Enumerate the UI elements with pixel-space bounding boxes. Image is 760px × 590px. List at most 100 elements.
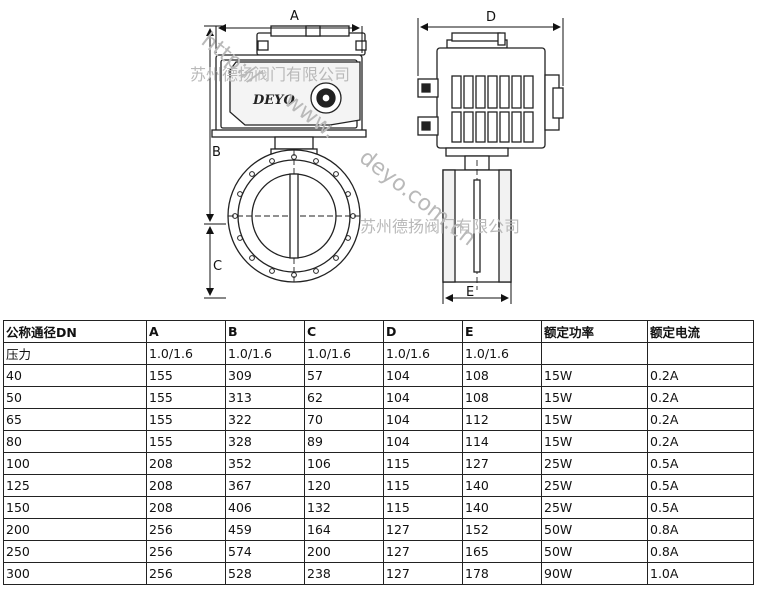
watermark-company-1: 苏州德扬阀门有限公司 (190, 65, 350, 84)
cell-power: 90W (541, 562, 648, 585)
cell-current: 0.2A (647, 386, 754, 409)
cell-current: 0.8A (647, 518, 754, 541)
cell-d: 127 (383, 518, 463, 541)
cell-dn: 压力 (3, 342, 147, 365)
cell-a: 208 (146, 452, 226, 475)
cell-c: 120 (304, 474, 384, 497)
valve-drawing: DEYO A B C (190, 9, 564, 304)
cell-d: 127 (383, 540, 463, 563)
cell-b: 367 (225, 474, 305, 497)
dim-label-d: D (486, 10, 496, 25)
cell-d: 104 (383, 430, 463, 453)
cell-dn: 200 (3, 518, 147, 541)
cell-c: 57 (304, 364, 384, 387)
dim-label-b: B (212, 145, 221, 160)
cell-a: 155 (146, 408, 226, 431)
cell-power: 15W (541, 386, 648, 409)
dim-label-a: A (290, 9, 299, 24)
cell-d: 115 (383, 452, 463, 475)
cell-current: 0.2A (647, 408, 754, 431)
cell-b: 528 (225, 562, 305, 585)
cell-a: 256 (146, 540, 226, 563)
cell-d: 115 (383, 496, 463, 519)
cell-power: 25W (541, 452, 648, 475)
cell-current: 0.5A (647, 496, 754, 519)
cell-e: 112 (462, 408, 542, 431)
cell-e: 152 (462, 518, 542, 541)
header-current: 额定电流 (647, 320, 754, 343)
cell-dn: 40 (3, 364, 147, 387)
dim-label-e: E (466, 285, 474, 300)
cell-b: 322 (225, 408, 305, 431)
cell-a: 1.0/1.6 (146, 342, 226, 365)
cell-current: 0.5A (647, 474, 754, 497)
cell-d: 115 (383, 474, 463, 497)
cell-b: 328 (225, 430, 305, 453)
cell-e: 108 (462, 386, 542, 409)
cell-c: 238 (304, 562, 384, 585)
cell-c: 200 (304, 540, 384, 563)
cell-e: 114 (462, 430, 542, 453)
cell-power: 25W (541, 496, 648, 519)
cell-a: 208 (146, 496, 226, 519)
table-header-row: 公称通径DN A B C D E 额定功率 额定电流 (3, 320, 754, 343)
cell-dn: 300 (3, 562, 147, 585)
brand-logo: DEYO (252, 93, 295, 108)
cell-power (541, 342, 648, 365)
cell-e: 108 (462, 364, 542, 387)
cell-a: 155 (146, 386, 226, 409)
cell-b: 313 (225, 386, 305, 409)
cell-d: 104 (383, 364, 463, 387)
cell-e: 178 (462, 562, 542, 585)
header-a: A (146, 320, 226, 343)
cell-c: 70 (304, 408, 384, 431)
header-c: C (304, 320, 384, 343)
cell-b: 459 (225, 518, 305, 541)
cell-e: 140 (462, 496, 542, 519)
cell-e: 165 (462, 540, 542, 563)
cell-c: 62 (304, 386, 384, 409)
cell-e: 127 (462, 452, 542, 475)
cell-b: 1.0/1.6 (225, 342, 305, 365)
cell-current: 0.5A (647, 452, 754, 475)
cell-current: 1.0A (647, 562, 754, 585)
cell-c: 1.0/1.6 (304, 342, 384, 365)
cell-current: 0.2A (647, 430, 754, 453)
cell-power: 50W (541, 540, 648, 563)
header-d: D (383, 320, 463, 343)
cell-d: 104 (383, 386, 463, 409)
cell-current: 0.2A (647, 364, 754, 387)
cell-b: 574 (225, 540, 305, 563)
front-view (211, 25, 367, 283)
cell-c: 106 (304, 452, 384, 475)
cell-a: 155 (146, 430, 226, 453)
front-dimensions (204, 24, 363, 299)
cell-dn: 80 (3, 430, 147, 453)
cell-power: 25W (541, 474, 648, 497)
cell-b: 352 (225, 452, 305, 475)
cell-d: 127 (383, 562, 463, 585)
cell-dn: 50 (3, 386, 147, 409)
cell-power: 50W (541, 518, 648, 541)
cell-dn: 125 (3, 474, 147, 497)
cell-dn: 150 (3, 496, 147, 519)
cell-d: 104 (383, 408, 463, 431)
cell-c: 89 (304, 430, 384, 453)
header-power: 额定功率 (541, 320, 648, 343)
cell-b: 309 (225, 364, 305, 387)
cell-e: 140 (462, 474, 542, 497)
cell-e: 1.0/1.6 (462, 342, 542, 365)
watermark-company-2: 苏州德扬阀门有限公司 (360, 217, 520, 236)
